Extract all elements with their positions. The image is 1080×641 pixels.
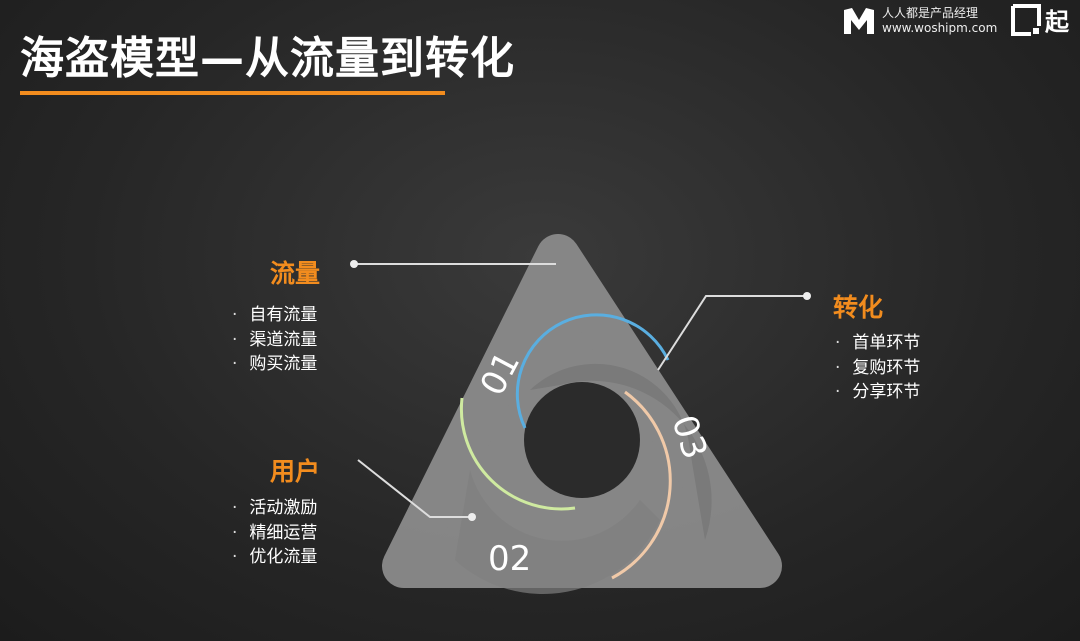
svg-text:起: 起: [1044, 8, 1070, 36]
qidian-logo-icon: 起: [1011, 4, 1070, 36]
logo-url: www.woshipm.com: [882, 21, 998, 35]
green-arc: [459, 397, 576, 511]
heading-conversion: 转化: [833, 293, 884, 322]
connector-dot-01: [350, 260, 358, 268]
users-list: 活动激励 精细运营 优化流量: [232, 496, 317, 570]
blue-arc: [515, 313, 670, 429]
list-item: 自有流量: [232, 303, 317, 328]
connector-line-02: [357, 459, 472, 518]
list-item: 优化流量: [232, 545, 317, 570]
title-underline: [20, 91, 445, 95]
list-item: 渠道流量: [232, 328, 317, 353]
connector-line-03: [657, 295, 807, 371]
connector-dot-02: [468, 513, 476, 521]
swirl-segment-03: [530, 363, 712, 540]
list-item: 精细运营: [232, 521, 317, 546]
center-hole: [524, 382, 640, 498]
swirl-segment-02: [455, 470, 660, 595]
m-logo-icon: [844, 8, 874, 34]
traffic-list: 自有流量 渠道流量 购买流量: [232, 303, 317, 377]
slide-title: 海盗模型—从流量到转化: [20, 33, 515, 84]
conversion-list: 首单环节 复购环节 分享环节: [835, 331, 920, 405]
list-item: 活动激励: [232, 496, 317, 521]
segment-number-02: 02: [488, 539, 531, 579]
logo-name: 人人都是产品经理: [882, 6, 979, 20]
list-item: 购买流量: [232, 352, 317, 377]
list-item: 分享环节: [835, 380, 920, 405]
peach-arc: [611, 390, 672, 580]
heading-traffic: 流量: [270, 259, 321, 288]
list-item: 首单环节: [835, 331, 920, 356]
connector-dot-03: [803, 292, 811, 300]
heading-users: 用户: [270, 457, 321, 486]
list-item: 复购环节: [835, 356, 920, 381]
